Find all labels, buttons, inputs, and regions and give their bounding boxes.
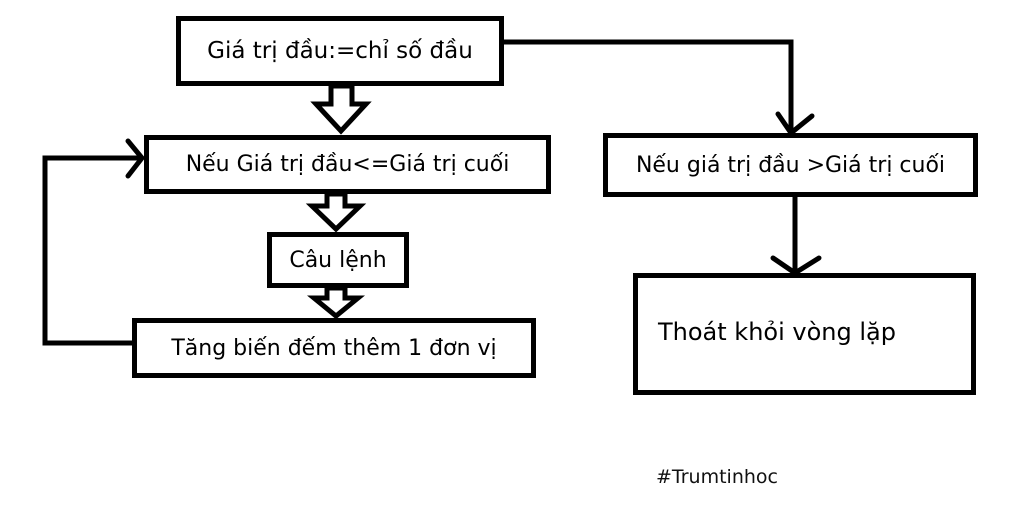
loop-back-line (42, 155, 140, 346)
init-to-false-line (504, 39, 794, 131)
init-to-false-arrowhead (775, 111, 815, 136)
increment-box: Tăng biến đếm thêm 1 đơn vị (132, 318, 536, 378)
exit-loop-label: Thoát khỏi vòng lặp (658, 318, 896, 346)
exit-loop-box: Thoát khỏi vòng lặp (633, 273, 976, 395)
loop-back-arrowhead (125, 138, 145, 179)
block-arrow-init-to-condition (310, 83, 372, 135)
condition-false-label: Nếu giá trị đầu >Giá trị cuối (635, 152, 946, 178)
statement-box: Câu lệnh (267, 232, 409, 288)
increment-label: Tăng biến đếm thêm 1 đơn vị (171, 335, 497, 361)
condition-true-box: Nếu Giá trị đầu<=Giá trị cuối (144, 135, 551, 194)
block-arrow-condition-to-statement (305, 191, 367, 233)
condition-false-box: Nếu giá trị đầu >Giá trị cuối (603, 133, 978, 197)
init-label: Giá trị đầu:=chỉ số đầu (207, 38, 473, 64)
statement-label: Câu lệnh (289, 247, 387, 273)
init-box: Giá trị đầu:=chỉ số đầu (176, 16, 504, 86)
condition-true-label: Nếu Giá trị đầu<=Giá trị cuối (185, 152, 510, 177)
block-arrow-statement-to-increment (306, 285, 366, 320)
watermark-text: #Trumtinhoc (656, 466, 778, 488)
